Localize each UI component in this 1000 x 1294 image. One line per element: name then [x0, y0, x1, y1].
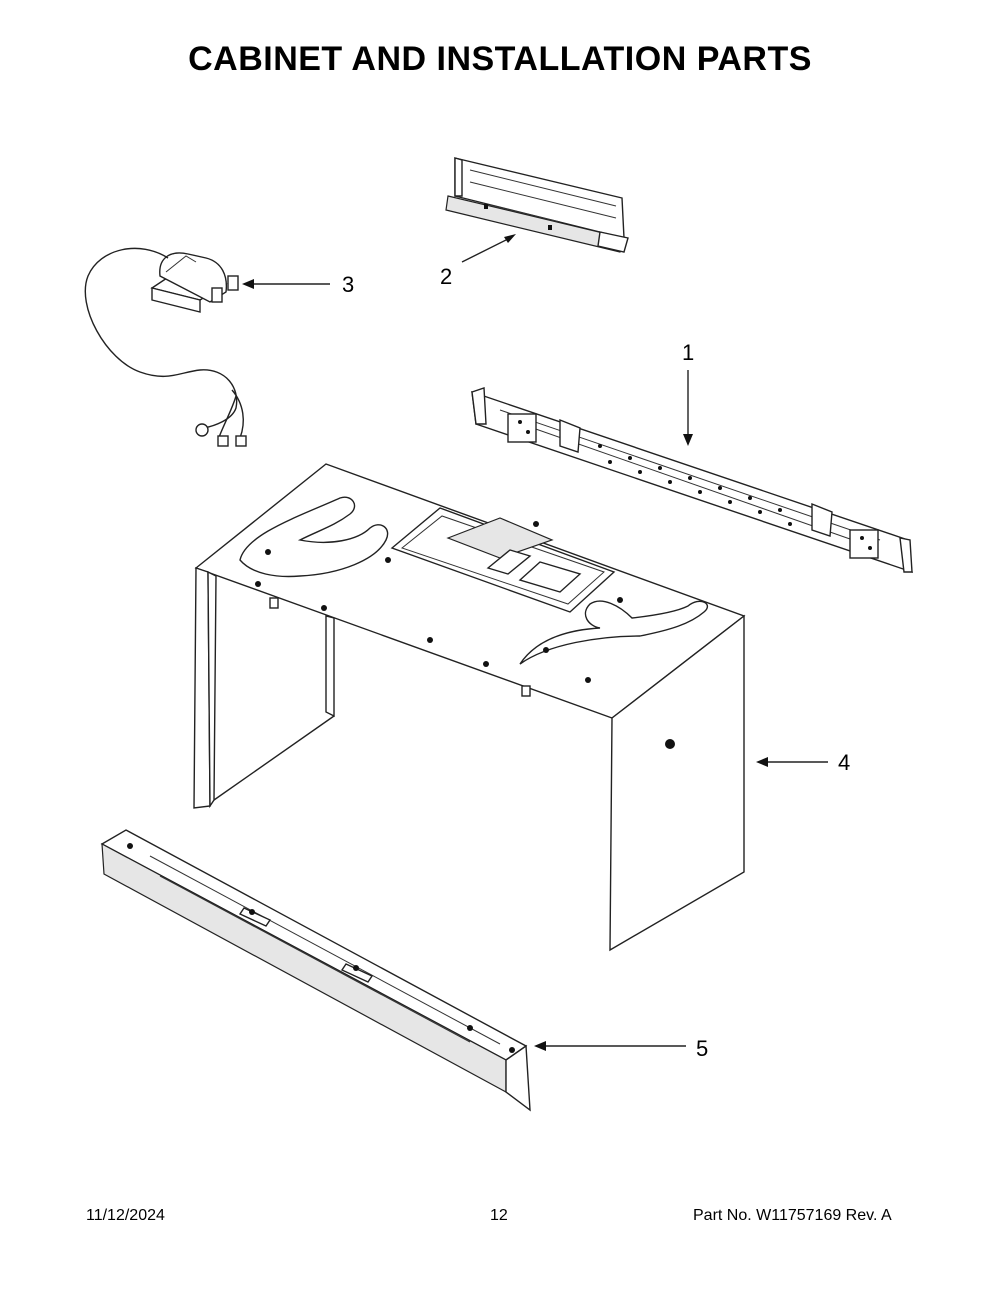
footer-part-number: Part No. W11757169 Rev. A: [693, 1207, 892, 1224]
callout-5: 5: [696, 1036, 708, 1061]
arrow-head-2: [504, 234, 516, 243]
part-4-cabinet[interactable]: [193, 463, 746, 952]
footer-page-number: 12: [490, 1207, 508, 1224]
part-2-vent-bracket[interactable]: [445, 157, 629, 253]
part-3-power-cord[interactable]: [84, 247, 247, 447]
callout-3: 3: [342, 272, 354, 297]
arrow-head-3: [242, 279, 254, 289]
page-title: CABINET AND INSTALLATION PARTS: [188, 40, 812, 78]
footer-date: 11/12/2024: [86, 1207, 165, 1224]
part-1-mounting-plate[interactable]: [471, 387, 913, 574]
callout-4: 4: [838, 750, 850, 775]
leader-line-2: [461, 237, 511, 263]
callout-2: 2: [440, 264, 452, 289]
callout-1: 1: [682, 340, 694, 365]
arrow-head-4: [756, 757, 768, 767]
arrow-head-1: [683, 434, 693, 446]
part-5-bottom-trim[interactable]: [100, 829, 531, 1112]
arrow-head-5: [534, 1041, 546, 1051]
